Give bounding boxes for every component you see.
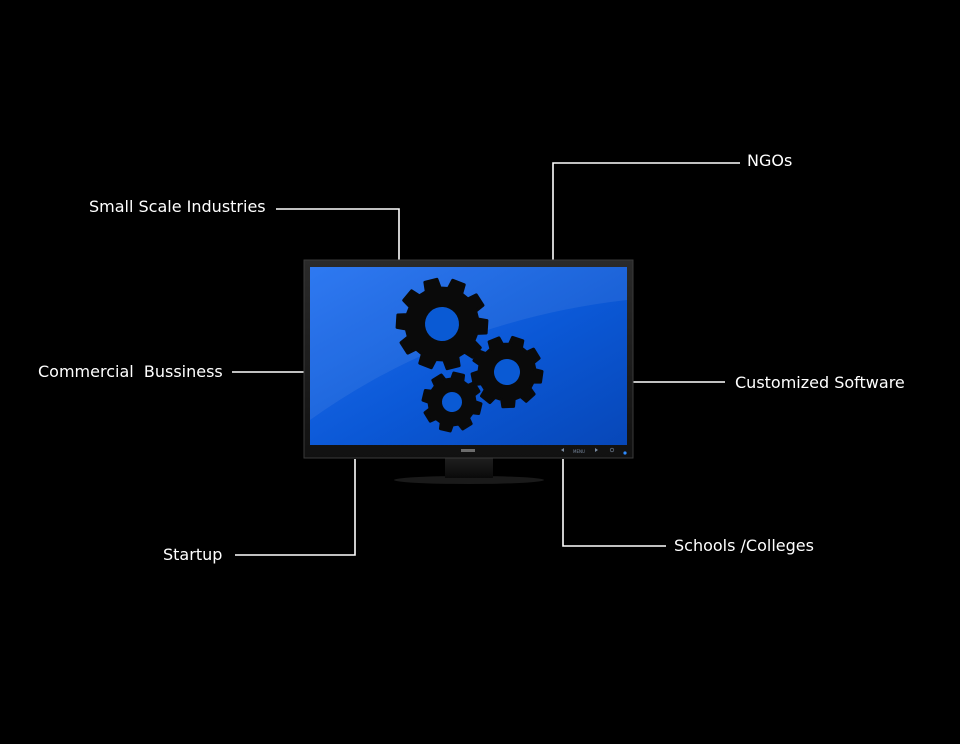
label-customized-software: Customized Software — [735, 373, 905, 392]
label-schools-colleges: Schools /Colleges — [674, 536, 814, 555]
label-small-scale-industries: Small Scale Industries — [89, 197, 266, 216]
gear-medium-icon — [470, 335, 544, 409]
label-commercial-business: Commercial Bussiness — [38, 362, 223, 381]
control-left-icon — [561, 448, 564, 452]
gear-small-icon — [421, 371, 483, 433]
connector-ngos — [552, 162, 740, 261]
connector-lines — [232, 162, 740, 556]
monitor: MENU — [303, 259, 634, 484]
gear-large-icon — [395, 277, 489, 371]
monitor-logo — [461, 449, 475, 452]
gears-icon — [395, 277, 544, 433]
connector-startup — [235, 459, 356, 556]
monitor-neck — [445, 457, 493, 478]
label-ngos: NGOs — [747, 151, 793, 170]
connector-schools-colleges — [562, 459, 666, 547]
monitor-control-label: MENU — [573, 449, 585, 454]
power-led-icon — [623, 451, 627, 455]
connector-small-scale-industries — [276, 208, 400, 261]
monitor-base — [394, 476, 544, 484]
control-power-icon — [609, 447, 615, 453]
label-startup: Startup — [163, 545, 223, 564]
control-right-icon — [595, 448, 598, 452]
screen-glare — [310, 267, 627, 420]
